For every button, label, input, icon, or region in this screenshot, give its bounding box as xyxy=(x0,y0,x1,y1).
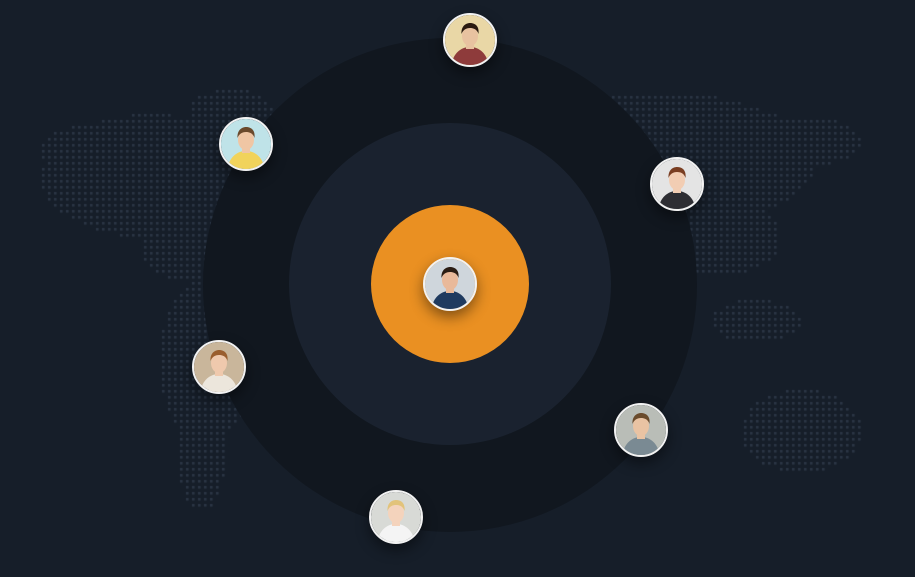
avatar-lower-right[interactable] xyxy=(614,403,668,457)
user-avatar-icon xyxy=(652,159,702,209)
user-avatar-icon xyxy=(445,15,495,65)
user-avatar-icon xyxy=(221,119,271,169)
avatar-bottom[interactable] xyxy=(369,490,423,544)
user-avatar-icon xyxy=(425,259,475,309)
avatar-top[interactable] xyxy=(443,13,497,67)
center-avatar[interactable] xyxy=(423,257,477,311)
user-avatar-icon xyxy=(194,342,244,392)
avatar-left[interactable] xyxy=(192,340,246,394)
user-avatar-icon xyxy=(616,405,666,455)
avatar-upper-right[interactable] xyxy=(650,157,704,211)
avatar-upper-left[interactable] xyxy=(219,117,273,171)
user-avatar-icon xyxy=(371,492,421,542)
